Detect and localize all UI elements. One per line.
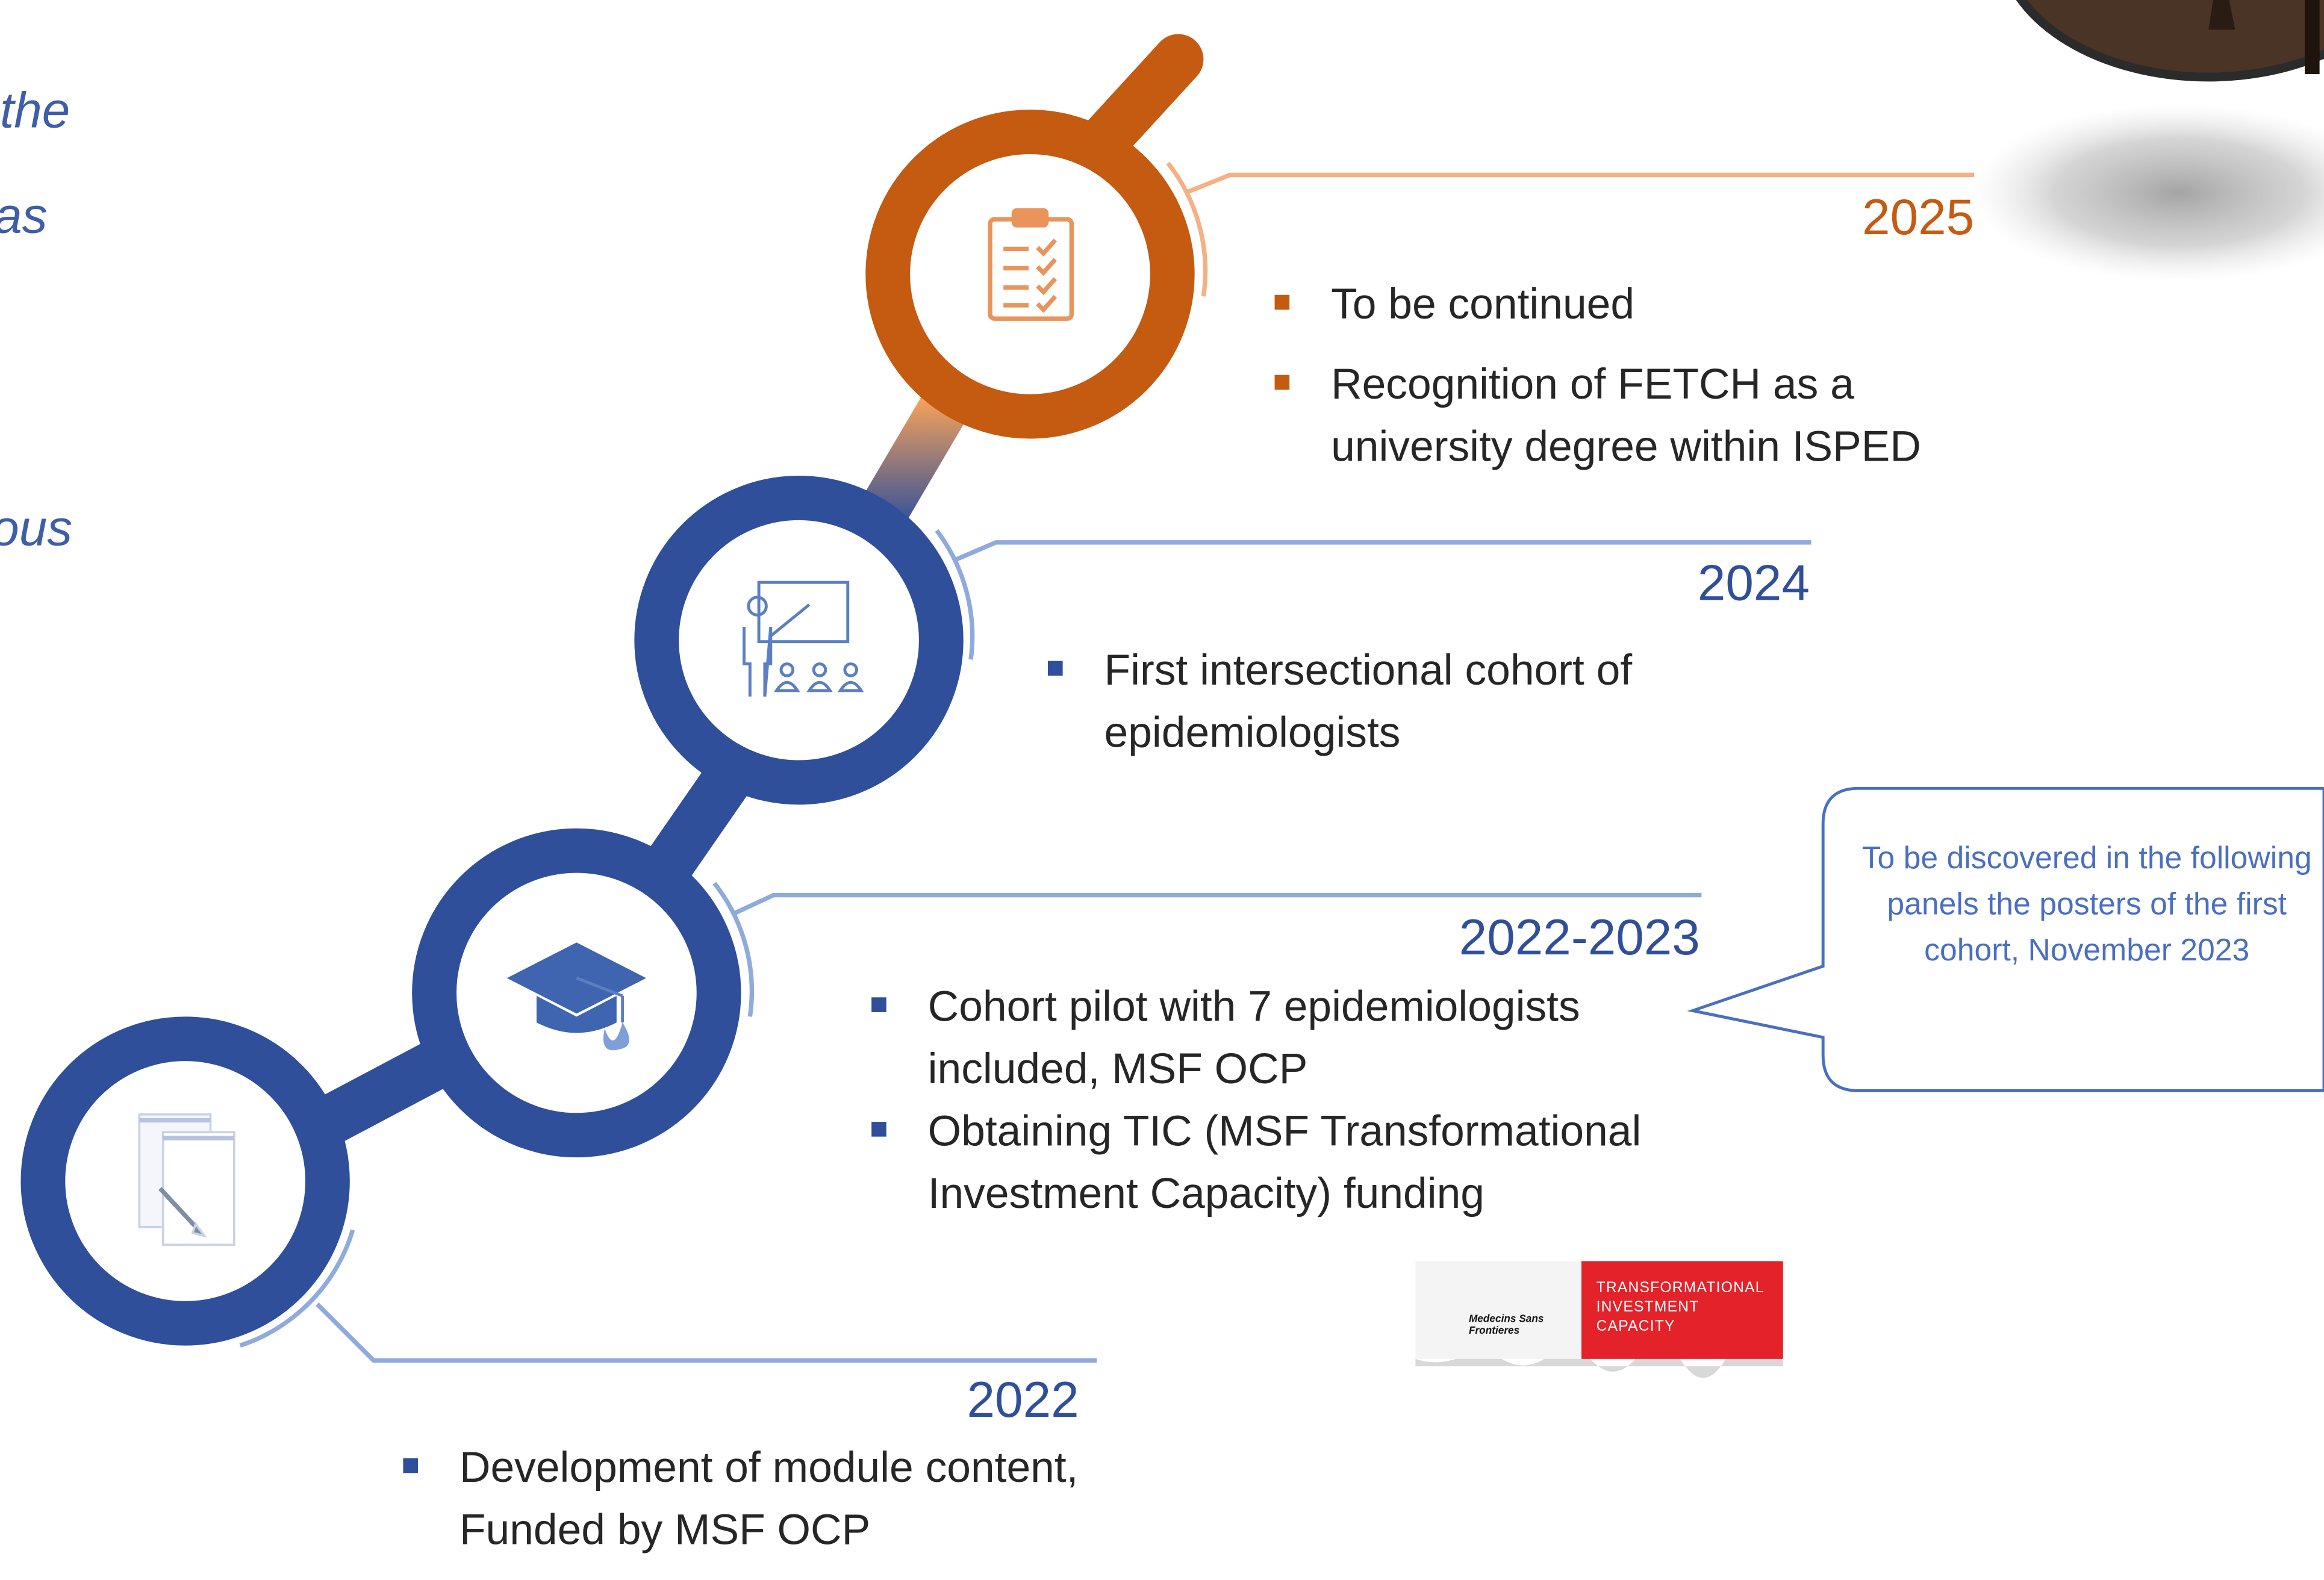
milestone-circle-2024 (634, 476, 964, 805)
arc-2025 (1166, 161, 1208, 297)
bullet-item: Obtaining TIC (MSF Transformational Inve… (871, 1101, 1701, 1226)
year-2024: 2024 (1697, 555, 1810, 612)
leader-line-2022-2023 (731, 892, 1702, 916)
side-text-2: as (0, 188, 48, 245)
msf-logo-text: Medecins Sans Frontieres (1468, 1314, 1544, 1337)
arc-2022-2023 (712, 882, 755, 1017)
leader-line-2022 (316, 1302, 1097, 1363)
bullets-2022: Development of module content, Funded by… (403, 1437, 1100, 1579)
callout-bubble (1687, 786, 2324, 1092)
side-text-1: the (0, 82, 70, 140)
photo-shadow (1971, 104, 2324, 282)
leader-line-2025 (1185, 172, 1975, 195)
teacher-board-icon (743, 580, 864, 697)
year-2025: 2025 (1862, 190, 1975, 246)
bullet-item: Cohort pilot with 7 epidemiologists incl… (871, 977, 1701, 1101)
bullets-2024: First intersectional cohort of epidemiol… (1047, 640, 1715, 782)
document-pen-icon (138, 1113, 235, 1246)
arc-2022 (239, 1229, 355, 1348)
milestone-circle-2025 (865, 110, 1195, 439)
callout-text: To be discovered in the following panels… (1861, 841, 2312, 968)
bullets-2025: To be continued Recognition of FETCH as … (1274, 274, 1972, 496)
tic-logo-text: Transformational Investment Capacity (1596, 1280, 1764, 1336)
graduation-cap-icon (506, 942, 647, 1051)
logo-right-panel: Transformational Investment Capacity (1581, 1261, 1783, 1359)
clipboard-checklist-icon (988, 208, 1074, 321)
bullets-2022-2023: Cohort pilot with 7 epidemiologists incl… (871, 977, 1701, 1243)
connector-2024-2023 (646, 756, 755, 882)
arc-2024 (935, 529, 975, 660)
year-2022: 2022 (967, 1372, 1079, 1429)
msf-tic-logo: Medecins Sans Frontieres Transformationa… (1415, 1261, 1783, 1359)
logo-torn-edge (1415, 1339, 1783, 1378)
bullet-item: Development of module content, Funded by… (403, 1437, 1100, 1562)
year-2022-2023: 2022-2023 (1459, 910, 1700, 966)
logo-left-panel: Medecins Sans Frontieres (1415, 1261, 1581, 1359)
bullet-item: To be continued (1274, 274, 1972, 336)
photo-fragment (2016, 0, 2324, 82)
side-text-3: ous (0, 500, 73, 558)
bullet-item: First intersectional cohort of epidemiol… (1047, 640, 1715, 765)
connector-2023-2022 (307, 1037, 456, 1149)
bullet-item: Recognition of FETCH as a university deg… (1274, 354, 1972, 479)
leader-line-2024 (953, 540, 1812, 562)
